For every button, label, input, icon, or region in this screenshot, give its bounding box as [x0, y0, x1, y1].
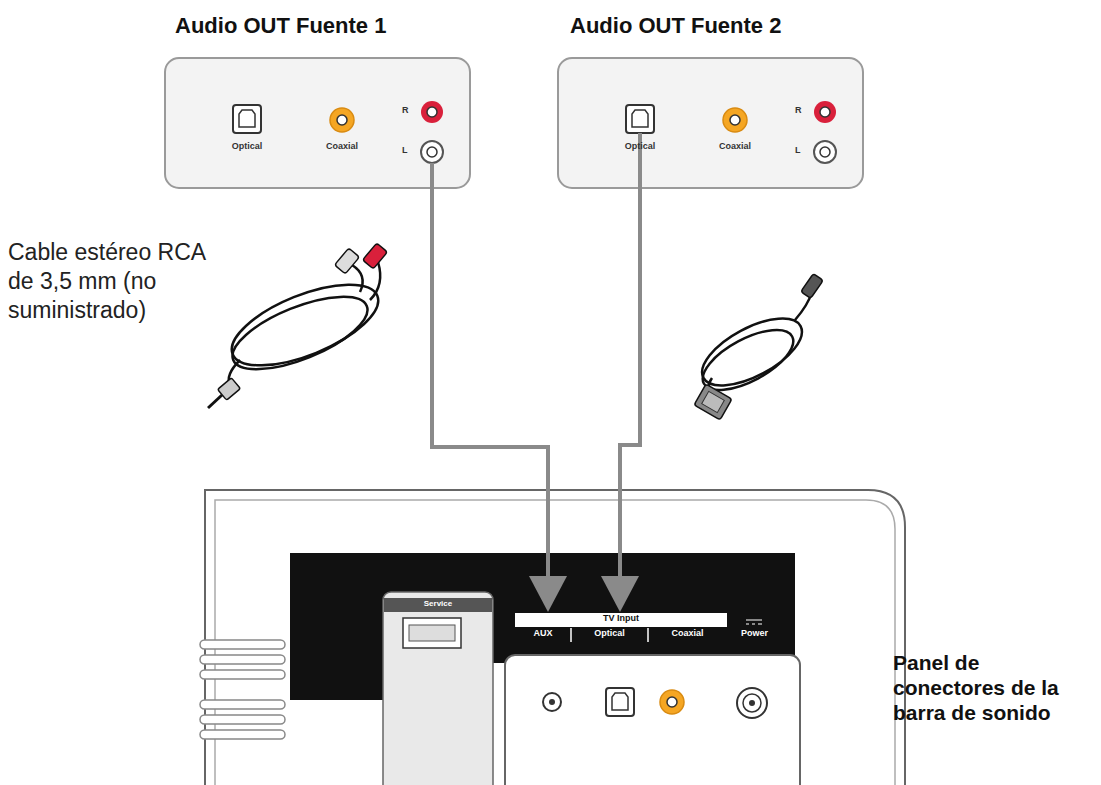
port-label: Service: [384, 600, 492, 609]
optical-plugs: [694, 274, 823, 420]
jacks: [233, 101, 443, 163]
connector-recess: [290, 650, 385, 700]
usb-port: [409, 625, 455, 641]
rca-cable: [221, 262, 388, 385]
connector-recess: [290, 553, 795, 663]
port-label: L: [795, 146, 801, 156]
usb-port: [403, 618, 461, 648]
port-label: Power: [732, 629, 777, 639]
port-label: Coaxial: [705, 142, 765, 152]
optical-jack: [606, 688, 634, 716]
port-label: Coaxial: [648, 629, 727, 639]
port-label: R: [402, 106, 409, 116]
input-panel: TV InputAUXOpticalCoaxial Power: [505, 613, 800, 785]
audio-cable-connector: [432, 188, 567, 612]
port-label: Optical: [610, 142, 670, 152]
tv-input-band: [515, 613, 727, 627]
port-label: Optical: [571, 629, 648, 639]
source-heading: Audio OUT Fuente 1: [175, 14, 386, 38]
arrowhead: [529, 576, 567, 612]
jacks: [626, 101, 836, 163]
port-label: AUX: [515, 629, 571, 639]
aux-jack: [543, 693, 561, 711]
connector-panel: [505, 655, 800, 785]
coaxial-jack: [660, 690, 684, 714]
vents: [200, 640, 285, 739]
service-band: [384, 598, 492, 612]
port-label: TV Input: [515, 614, 727, 624]
rca-plugs: [208, 243, 387, 408]
port-label: L: [402, 146, 408, 156]
arrowhead: [601, 576, 639, 612]
source-panel: Audio OUT Fuente 2OpticalCoaxialRL: [558, 58, 863, 188]
cable-line: [432, 188, 548, 578]
source-panel: Audio OUT Fuente 1OpticalCoaxialRL: [165, 58, 470, 188]
power-jack: [737, 688, 767, 718]
source-heading: Audio OUT Fuente 2: [570, 14, 781, 38]
port-label: Optical: [217, 142, 277, 152]
optical-cable: [692, 292, 812, 402]
audio-cable-connector: [601, 188, 640, 612]
source-box: [558, 58, 863, 188]
port-label: Coaxial: [312, 142, 372, 152]
dc-symbol: [746, 620, 762, 624]
cable-note: Cable estéreo RCA de 3,5 mm (no suminist…: [8, 238, 223, 324]
port-label: R: [795, 106, 802, 116]
service-area: [383, 592, 493, 785]
panel-caption: Panel de conectores de la barra de sonid…: [893, 650, 1093, 726]
source-box: [165, 58, 470, 188]
wire: [430, 163, 434, 189]
cable-line: [620, 188, 640, 578]
